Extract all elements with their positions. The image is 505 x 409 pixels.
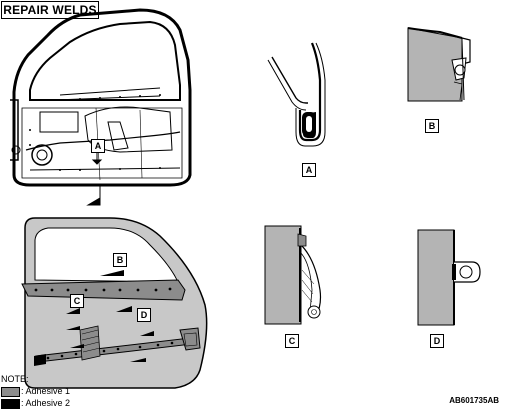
- door-frame-view: [10, 8, 192, 187]
- detail-d-section: [417, 229, 481, 326]
- note-label: NOTE:: [1, 374, 29, 384]
- door-panel-view: [21, 217, 208, 389]
- legend-adhesive-2: : Adhesive 2: [1, 398, 71, 409]
- detail-b-section: [407, 27, 471, 102]
- callout-c-panel: C: [285, 334, 299, 348]
- callout-a: A: [302, 163, 316, 177]
- callout-d-panel: D: [430, 334, 444, 348]
- figure-code: AB601735AB: [449, 396, 499, 405]
- adhesive-2-swatch: [1, 398, 20, 409]
- legend-adhesive-1-label: : Adhesive 1: [21, 386, 71, 396]
- page-title: REPAIR WELDS: [1, 1, 99, 19]
- callout-d: D: [137, 308, 151, 322]
- callout-b-panel: B: [425, 119, 439, 133]
- legend-adhesive-2-label: : Adhesive 2: [21, 398, 71, 408]
- callout-c: C: [70, 294, 84, 308]
- detail-c-section: [264, 225, 322, 325]
- section-indicator-arrow: [86, 186, 101, 206]
- adhesive-1-swatch: [1, 386, 20, 397]
- callout-b: B: [113, 253, 127, 267]
- callout-a-top: A: [91, 139, 105, 153]
- legend-adhesive-1: : Adhesive 1: [1, 386, 71, 397]
- detail-a-section: [267, 42, 326, 147]
